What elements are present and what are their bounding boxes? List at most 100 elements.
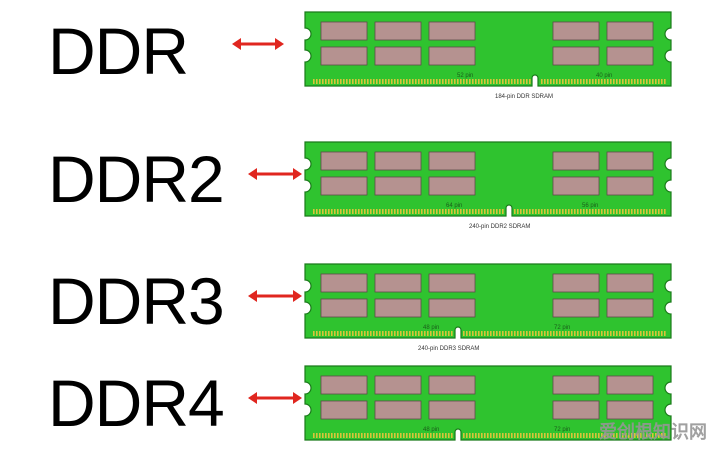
contact-pin [637,209,639,214]
left-pin-count-label: 48 pin [423,427,439,433]
contact-pin [451,331,453,336]
contact-pin [445,209,447,214]
contact-pin [523,209,525,214]
contact-pin [616,209,618,214]
contact-pin [535,209,537,214]
contact-pin [604,79,606,84]
contact-pin [322,331,324,336]
contact-pin [562,433,564,438]
contact-pin [358,209,360,214]
gold-contacts [313,79,666,84]
contact-pin [550,331,552,336]
contact-pin [514,79,516,84]
generation-label: DDR4 [48,366,225,440]
dram-chip [428,46,476,66]
contact-pin [499,433,501,438]
contact-pin [373,79,375,84]
contact-pin [394,331,396,336]
contact-pin [421,433,423,438]
contact-pin [520,79,522,84]
contact-pin [613,79,615,84]
contact-pin [616,331,618,336]
arrow-head-left [248,290,257,302]
contact-pin [409,79,411,84]
contact-pin [574,79,576,84]
contact-pin [316,209,318,214]
contact-pin [538,433,540,438]
gold-contacts [313,209,666,214]
contact-pin [418,79,420,84]
contact-pin [463,433,465,438]
contact-pin [586,331,588,336]
contact-pin [331,331,333,336]
contact-pin [361,209,363,214]
contact-pin [643,209,645,214]
contact-pin [316,79,318,84]
contact-pin [409,209,411,214]
contact-pin [403,79,405,84]
contact-pin [454,79,456,84]
contact-pin [325,79,327,84]
contact-pin [415,331,417,336]
contact-pin [553,433,555,438]
contact-pin [499,79,501,84]
contact-pin [520,209,522,214]
contact-pin [520,331,522,336]
contact-pin [517,209,519,214]
contact-pin [583,209,585,214]
contact-pin [319,79,321,84]
contact-pin [631,331,633,336]
contact-pin [556,433,558,438]
contact-pin [322,209,324,214]
contact-pin [634,209,636,214]
contact-pin [355,331,357,336]
contact-pin [487,209,489,214]
contact-pin [388,209,390,214]
contact-pin [427,209,429,214]
contact-pin [547,331,549,336]
contact-pin [658,79,660,84]
dram-chip [428,21,476,41]
contact-pin [532,331,534,336]
contact-pin [493,209,495,214]
contact-pin [385,433,387,438]
contact-pin [400,79,402,84]
contact-pin [592,209,594,214]
contact-pin [352,331,354,336]
gold-contacts [313,331,666,336]
contact-pin [526,79,528,84]
dram-chip [320,21,368,41]
contact-pin [496,331,498,336]
contact-pin [367,79,369,84]
contact-pin [649,79,651,84]
contact-pin [523,433,525,438]
contact-pin [658,331,660,336]
contact-pin [559,331,561,336]
contact-pin [382,433,384,438]
contact-pin [394,433,396,438]
contact-pin [598,433,600,438]
contact-pin [607,209,609,214]
dram-chip [428,151,476,171]
contact-pin [427,433,429,438]
left-pin-count-label: 52 pin [457,73,473,79]
contact-pin [418,331,420,336]
contact-pin [451,433,453,438]
contact-pin [367,433,369,438]
contact-pin [370,433,372,438]
contact-pin [373,209,375,214]
dram-chip [374,400,422,420]
contact-pin [346,79,348,84]
contact-pin [547,79,549,84]
contact-pin [544,331,546,336]
contact-pin [547,209,549,214]
contact-pin [382,209,384,214]
contact-pin [385,331,387,336]
contact-pin [340,433,342,438]
arrow-head-left [232,38,241,50]
contact-pin [517,433,519,438]
contact-pin [541,433,543,438]
contact-pin [502,433,504,438]
contact-pin [553,209,555,214]
